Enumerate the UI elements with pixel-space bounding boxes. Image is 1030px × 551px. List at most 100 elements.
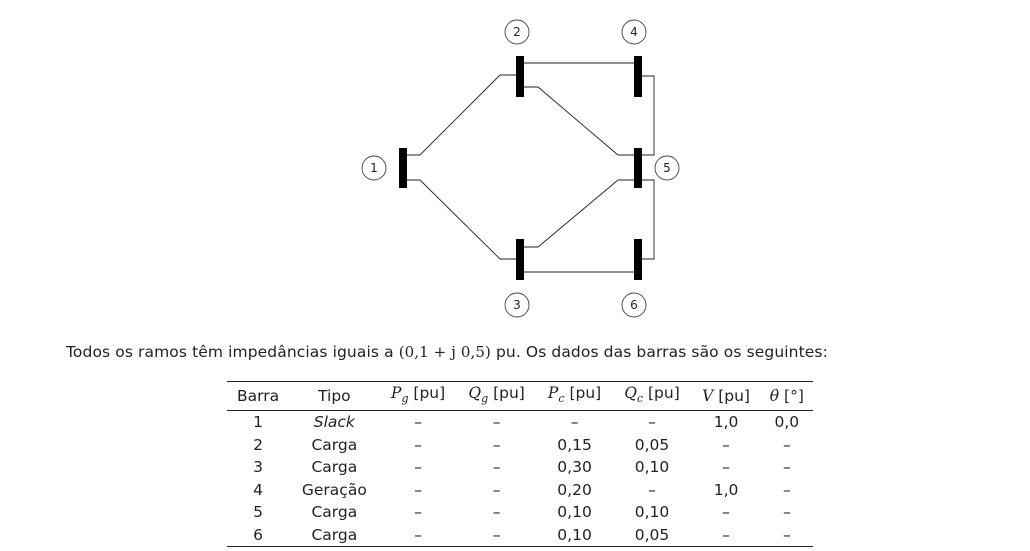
column-header: Tipo [289, 382, 379, 411]
table-cell: 1 [253, 413, 263, 432]
node-circle-2 [504, 19, 530, 45]
table-cell: – [492, 435, 501, 454]
header-unit: [pu] [713, 387, 750, 406]
table-cell: – [722, 458, 730, 477]
node-label-1: 1 [370, 161, 378, 175]
column-header: Barra [227, 382, 289, 411]
table-row: 6 Carga – – 0,10 0,05 – – [227, 524, 813, 547]
table-cell: 0,10 [557, 525, 592, 544]
column-header: V [pu] [691, 382, 760, 411]
table-cell: – [722, 525, 730, 544]
column-header: Pg [pu] [380, 382, 457, 411]
node-circle-6 [621, 292, 647, 318]
node-label-2: 2 [513, 25, 521, 39]
impedance-value: (0,1 + j 0,5) [398, 343, 491, 361]
table-cell: – [492, 503, 501, 522]
bus-bar-1 [399, 148, 407, 188]
table-cell: 0,10 [634, 458, 670, 477]
header-unit: [pu] [643, 384, 680, 402]
table-cell: – [492, 480, 501, 499]
table-cell: – [782, 458, 791, 477]
table-cell: 1,0 [713, 413, 739, 432]
node-label-4: 4 [630, 25, 638, 39]
node-label-5: 5 [663, 161, 671, 175]
node-circle-5 [654, 155, 680, 181]
power-system-diagram: 1 2 3 4 5 6 [361, 19, 680, 318]
header-unit: [pu] [408, 384, 446, 402]
header-symbol: θ [769, 387, 780, 406]
table-cell: – [492, 525, 501, 544]
table-cell: 1,0 [713, 480, 739, 499]
branch-5-6 [638, 179, 655, 260]
bus-bar-5 [634, 148, 642, 188]
node-circle-4 [621, 19, 647, 45]
table-cell: Geração [301, 480, 367, 499]
table-cell: 3 [253, 458, 263, 477]
header-unit: [pu] [564, 384, 602, 402]
table-cell: – [414, 413, 422, 432]
branch-2-5 [520, 86, 638, 156]
bus-bar-2 [516, 56, 524, 97]
header-symbol: Pc [547, 384, 565, 406]
table-cell: – [570, 413, 579, 432]
table-cell: Carga [311, 458, 358, 477]
header-subscript: c [636, 392, 644, 406]
table-cell: Carga [311, 525, 358, 544]
table-cell: – [414, 458, 422, 477]
table-row: 4 Geração – – 0,20 – 1,0 – [227, 479, 813, 502]
node-label-3: 3 [513, 298, 521, 312]
table-cell: – [648, 413, 656, 432]
table-cell: – [782, 503, 791, 522]
table-cell: 2 [253, 435, 263, 454]
table-cell: 0,15 [557, 435, 592, 454]
table-cell: – [782, 525, 791, 544]
table-cell: – [492, 458, 501, 477]
column-header: θ [°] [761, 382, 813, 411]
header-unit: Barra [237, 387, 280, 406]
table-cell: 0,20 [557, 480, 592, 499]
table-cell: 0,10 [634, 503, 670, 522]
column-header: Qg [pu] [457, 382, 537, 411]
table-cell: 5 [253, 503, 263, 522]
table-cell: Carga [311, 503, 358, 522]
node-label-6: 6 [630, 298, 638, 312]
header-subscript: g [401, 392, 409, 406]
table-row: 3 Carga – – 0,30 0,10 – – [227, 456, 813, 479]
table-cell: Carga [311, 435, 358, 454]
table-cell: 0,0 [774, 413, 800, 432]
table-cell: 0,10 [557, 503, 592, 522]
header-subscript: c [558, 392, 565, 406]
table-cell: – [414, 525, 422, 544]
table-cell: – [414, 435, 422, 454]
table-cell: 0,05 [634, 525, 670, 544]
bus-bar-6 [634, 239, 642, 280]
header-unit: [°] [779, 387, 804, 406]
table-cell: – [648, 480, 656, 499]
table-cell: – [414, 480, 422, 499]
table-cell: 6 [253, 525, 263, 544]
header-symbol: Pg [391, 384, 409, 406]
table-cell: – [782, 480, 791, 499]
branch-1-3 [403, 179, 520, 260]
column-header: Qc [pu] [613, 382, 692, 411]
sentence-before: Todos os ramos têm impedâncias iguais a [66, 343, 399, 361]
header-unit: [pu] [488, 384, 525, 402]
table-cell: – [492, 413, 501, 432]
table-cell: – [722, 503, 730, 522]
header-symbol: Qg [468, 384, 489, 406]
table-cell: 0,05 [634, 435, 670, 454]
table-cell: 0,30 [557, 458, 592, 477]
bus-bar-4 [634, 56, 642, 97]
table-cell: 4 [253, 480, 263, 499]
sentence-after: pu. Os dados das barras são os seguintes… [490, 343, 828, 361]
table-cell: – [722, 435, 730, 454]
node-circle-1 [361, 155, 387, 181]
header-symbol: Qc [624, 384, 644, 406]
header-symbol: V [702, 387, 714, 406]
description-sentence: Todos os ramos têm impedâncias iguais a … [66, 343, 828, 361]
